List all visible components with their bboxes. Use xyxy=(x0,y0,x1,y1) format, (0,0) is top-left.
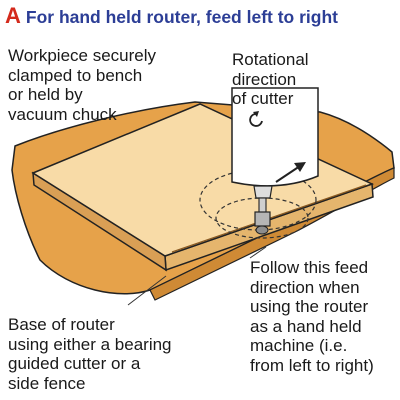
clockwise-rotation-arrow-icon xyxy=(249,111,263,127)
base-leader-line xyxy=(127,275,167,306)
rotation-label: Rotational direction of cutter xyxy=(232,50,309,108)
feed-direction-label: Follow this feed direction when using th… xyxy=(250,258,374,375)
router-base-label: Base of router using either a bearing gu… xyxy=(8,315,172,393)
figure-letter: A xyxy=(5,3,21,28)
title-text: For hand held router, feed left to right xyxy=(25,7,338,27)
router-collet xyxy=(253,185,273,199)
feed-leader-line xyxy=(249,246,267,259)
workpiece xyxy=(31,103,374,257)
feed-direction-arrow-icon xyxy=(275,162,306,183)
cutter-bearing xyxy=(255,225,269,235)
workpiece-label: Workpiece securely clamped to bench or h… xyxy=(8,46,157,124)
router-cutter xyxy=(254,211,271,227)
